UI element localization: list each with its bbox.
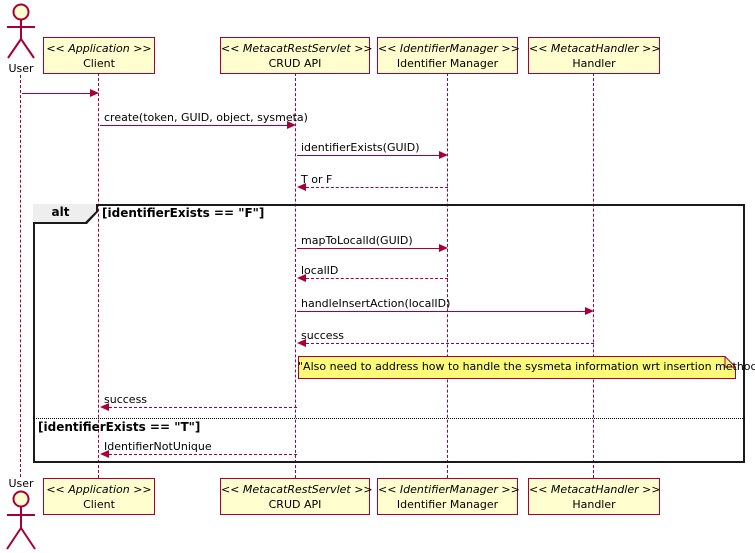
message-line-create <box>100 125 287 126</box>
participant-crud-api-top: << MetacatRestServlet >> CRUD API <box>220 37 373 74</box>
participant-stereotype: << MetacatHandler >> <box>529 482 661 496</box>
message-line-identifier-exists <box>297 155 439 156</box>
actor-label-bottom: User <box>8 477 34 490</box>
participant-name: CRUD API <box>268 497 322 511</box>
participant-handler-top: << MetacatHandler >> Handler <box>528 37 661 74</box>
note-background <box>298 356 736 379</box>
message-line-success-client <box>109 407 297 408</box>
message-line-map-to-local-id <box>297 248 439 249</box>
note-text: "Also need to address how to handle the … <box>298 360 755 373</box>
alt-else-divider <box>33 418 745 419</box>
message-label-success-handler: success <box>301 329 345 342</box>
arrowhead-icon <box>297 274 306 282</box>
participant-name: Identifier Manager <box>396 56 499 70</box>
message-label-map-to-local-id: mapToLocalId(GUID) <box>301 234 413 247</box>
lifeline-crud-api <box>295 73 296 478</box>
participant-name: CRUD API <box>268 56 322 70</box>
arrowhead-icon <box>297 183 306 191</box>
message-line-handle-insert-action <box>297 311 585 312</box>
arrowhead-icon <box>90 89 99 97</box>
participant-name: Handler <box>572 497 616 511</box>
participant-stereotype: << Application >> <box>46 482 152 496</box>
alt-operator-label: alt <box>51 205 70 219</box>
message-label-identifier-not-unique: IdentifierNotUnique <box>104 440 212 453</box>
participant-stereotype: << MetacatHandler >> <box>529 41 661 55</box>
actor-icon <box>7 3 35 59</box>
arrowhead-icon <box>100 403 109 411</box>
lifeline-handler <box>593 73 594 478</box>
participant-client-top: << Application >> Client <box>43 37 155 74</box>
message-label-handle-insert-action: handleInsertAction(localID) <box>301 297 451 310</box>
arrowhead-icon <box>287 121 296 129</box>
alt-guard-true: [identifierExists == "F"] <box>102 206 265 220</box>
participant-stereotype: << IdentifierManager >> <box>378 482 520 496</box>
arrowhead-icon <box>585 307 594 315</box>
participant-stereotype: << Application >> <box>46 41 152 55</box>
arrowhead-icon <box>100 450 109 458</box>
participant-name: Handler <box>572 56 616 70</box>
alt-tab <box>33 204 96 222</box>
alt-frame <box>33 204 745 463</box>
message-label-create: create(token, GUID, object, sysmeta) <box>104 111 308 124</box>
participant-identifier-manager-bottom: << IdentifierManager >> Identifier Manag… <box>377 478 520 515</box>
participant-name: Identifier Manager <box>396 497 499 511</box>
message-label-t-or-f: T or F <box>301 173 333 186</box>
message-label-identifier-exists: identifierExists(GUID) <box>301 141 420 154</box>
participant-stereotype: << MetacatRestServlet >> <box>221 482 373 496</box>
message-line-t-or-f <box>306 187 448 188</box>
participant-stereotype: << IdentifierManager >> <box>378 41 520 55</box>
alt-guard-false: [identifierExists == "T"] <box>38 420 201 434</box>
lifeline-identifier-manager <box>447 73 448 478</box>
arrowhead-icon <box>297 339 306 347</box>
actor-label-top: User <box>8 62 34 75</box>
lifeline-user <box>20 75 21 477</box>
arrowhead-icon <box>439 244 448 252</box>
participant-name: Client <box>83 56 115 70</box>
participant-crud-api-bottom: << MetacatRestServlet >> CRUD API <box>220 478 373 515</box>
message-line-identifier-not-unique <box>109 454 297 455</box>
participant-name: Client <box>83 497 115 511</box>
message-line-local-id <box>306 278 448 279</box>
message-line-success-handler <box>306 343 594 344</box>
participant-handler-bottom: << MetacatHandler >> Handler <box>528 478 661 515</box>
participant-client-bottom: << Application >> Client <box>43 478 155 515</box>
message-label-success-client: success <box>104 393 148 406</box>
participant-identifier-manager-top: << IdentifierManager >> Identifier Manag… <box>377 37 520 74</box>
message-label-local-id: localID <box>301 264 339 277</box>
actor-icon <box>6 490 36 550</box>
lifeline-client <box>98 73 99 478</box>
message-line-user-client <box>22 93 90 94</box>
note: "Also need to address how to handle the … <box>298 356 755 379</box>
arrowhead-icon <box>439 151 448 159</box>
participant-stereotype: << MetacatRestServlet >> <box>221 41 373 55</box>
